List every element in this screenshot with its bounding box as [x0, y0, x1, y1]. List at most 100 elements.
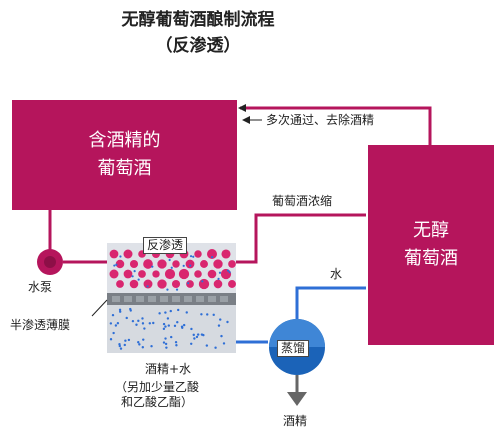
water-molecule: [150, 345, 153, 348]
recirculation-arrowhead: [238, 104, 246, 112]
water-molecule: [123, 343, 126, 347]
water-molecule: [169, 309, 172, 313]
water-molecule: [115, 263, 118, 266]
wine-molecule: [194, 270, 202, 278]
water-molecule: [181, 326, 184, 329]
water-line: [295, 286, 366, 320]
water-molecule: [168, 258, 171, 262]
water-molecule: [137, 319, 140, 323]
wine-molecule: [220, 268, 232, 280]
water-molecule: [141, 322, 145, 325]
alcohol-water-label: 酒精+水: [145, 362, 192, 376]
wine-molecule: [109, 269, 119, 279]
page-title: 无醇葡萄酒酿制流程: [121, 10, 275, 30]
water-molecule: [131, 275, 134, 278]
recirculation-line: [240, 106, 432, 145]
water-molecule: [165, 346, 168, 349]
water-molecule: [200, 313, 203, 316]
water-molecule: [211, 256, 214, 259]
membrane-pattern: [112, 296, 228, 302]
pump-label: 水泵: [28, 280, 53, 294]
wine-molecule: [129, 259, 139, 269]
water-molecule: [170, 266, 173, 269]
water-molecule: [151, 265, 154, 268]
wine-molecule: [221, 249, 231, 259]
water-molecule: [164, 325, 167, 328]
water-label: 水: [330, 267, 343, 281]
water-molecule: [176, 321, 179, 324]
water-molecule: [170, 335, 173, 339]
water-molecule: [201, 280, 204, 283]
page-subtitle: （反渗透）: [155, 36, 241, 56]
wine-molecule: [228, 280, 236, 288]
water-molecule: [192, 333, 195, 337]
water-molecule: [158, 312, 161, 315]
water-molecule: [124, 339, 127, 342]
wine-molecule: [206, 248, 218, 260]
water-molecule: [222, 342, 226, 345]
wine-molecule: [143, 259, 153, 269]
water-molecule: [141, 317, 144, 320]
water-molecule: [205, 344, 209, 347]
water-molecule: [146, 285, 149, 288]
water-molecule: [167, 324, 170, 327]
water-molecule: [218, 271, 222, 274]
wine-molecule: [143, 279, 153, 289]
wine-molecule: [228, 260, 236, 268]
wine-molecule: [198, 278, 210, 290]
water-molecule: [206, 313, 209, 316]
membrane-label: 半渗透薄膜: [10, 318, 71, 332]
water-molecule: [137, 341, 140, 344]
wine-molecule: [172, 260, 180, 268]
recirculation-label: 多次通过、去除酒精: [266, 113, 375, 127]
water-molecule: [114, 324, 118, 327]
reverse-osmosis-tag: 反渗透: [143, 237, 188, 254]
water-molecule: [118, 310, 122, 313]
water-molecule: [189, 255, 193, 258]
water-molecule: [190, 342, 193, 345]
water-molecule: [131, 319, 135, 323]
water-molecule: [182, 264, 185, 267]
wine-molecules: [109, 248, 236, 290]
concentrate-line: [236, 213, 366, 264]
water-molecule: [195, 335, 199, 339]
wine-molecule: [157, 259, 167, 269]
wine-molecule: [123, 269, 133, 279]
wine-molecule: [185, 259, 195, 269]
water-molecule: [112, 331, 115, 335]
water-molecule: [187, 282, 190, 285]
water-molecule: [196, 333, 200, 336]
water-molecule: [189, 264, 192, 267]
wine-molecule: [152, 270, 160, 278]
water-molecule: [226, 320, 229, 324]
alcoholic-wine-label: 含酒精的 葡萄酒: [88, 130, 161, 179]
water-molecule: [164, 337, 167, 340]
water-molecule: [148, 322, 152, 325]
pump-inner: [44, 256, 56, 268]
water-molecule: [118, 344, 121, 348]
water-molecule: [214, 346, 217, 349]
membrane-pointer: [91, 299, 108, 317]
water-molecule: [162, 327, 166, 331]
wine-molecule: [200, 260, 208, 268]
water-molecule: [190, 327, 193, 331]
water-molecule: [113, 264, 116, 267]
water-molecule: [162, 322, 166, 326]
water-molecule: [228, 271, 231, 274]
water-molecule: [141, 346, 145, 349]
water-molecule: [133, 270, 136, 273]
water-molecule: [137, 278, 140, 281]
water-molecule: [166, 288, 169, 291]
water-molecule: [118, 308, 122, 312]
water-molecule: [118, 343, 121, 346]
water-molecule: [175, 288, 179, 291]
water-molecule: [162, 341, 166, 344]
alcohol-label: 酒精: [283, 414, 308, 428]
wine-molecule: [129, 279, 139, 289]
water-molecule: [142, 338, 145, 341]
water-molecule: [212, 313, 215, 317]
wine-molecule: [123, 249, 133, 259]
wine-molecule: [115, 259, 125, 269]
water-molecule: [129, 307, 132, 311]
